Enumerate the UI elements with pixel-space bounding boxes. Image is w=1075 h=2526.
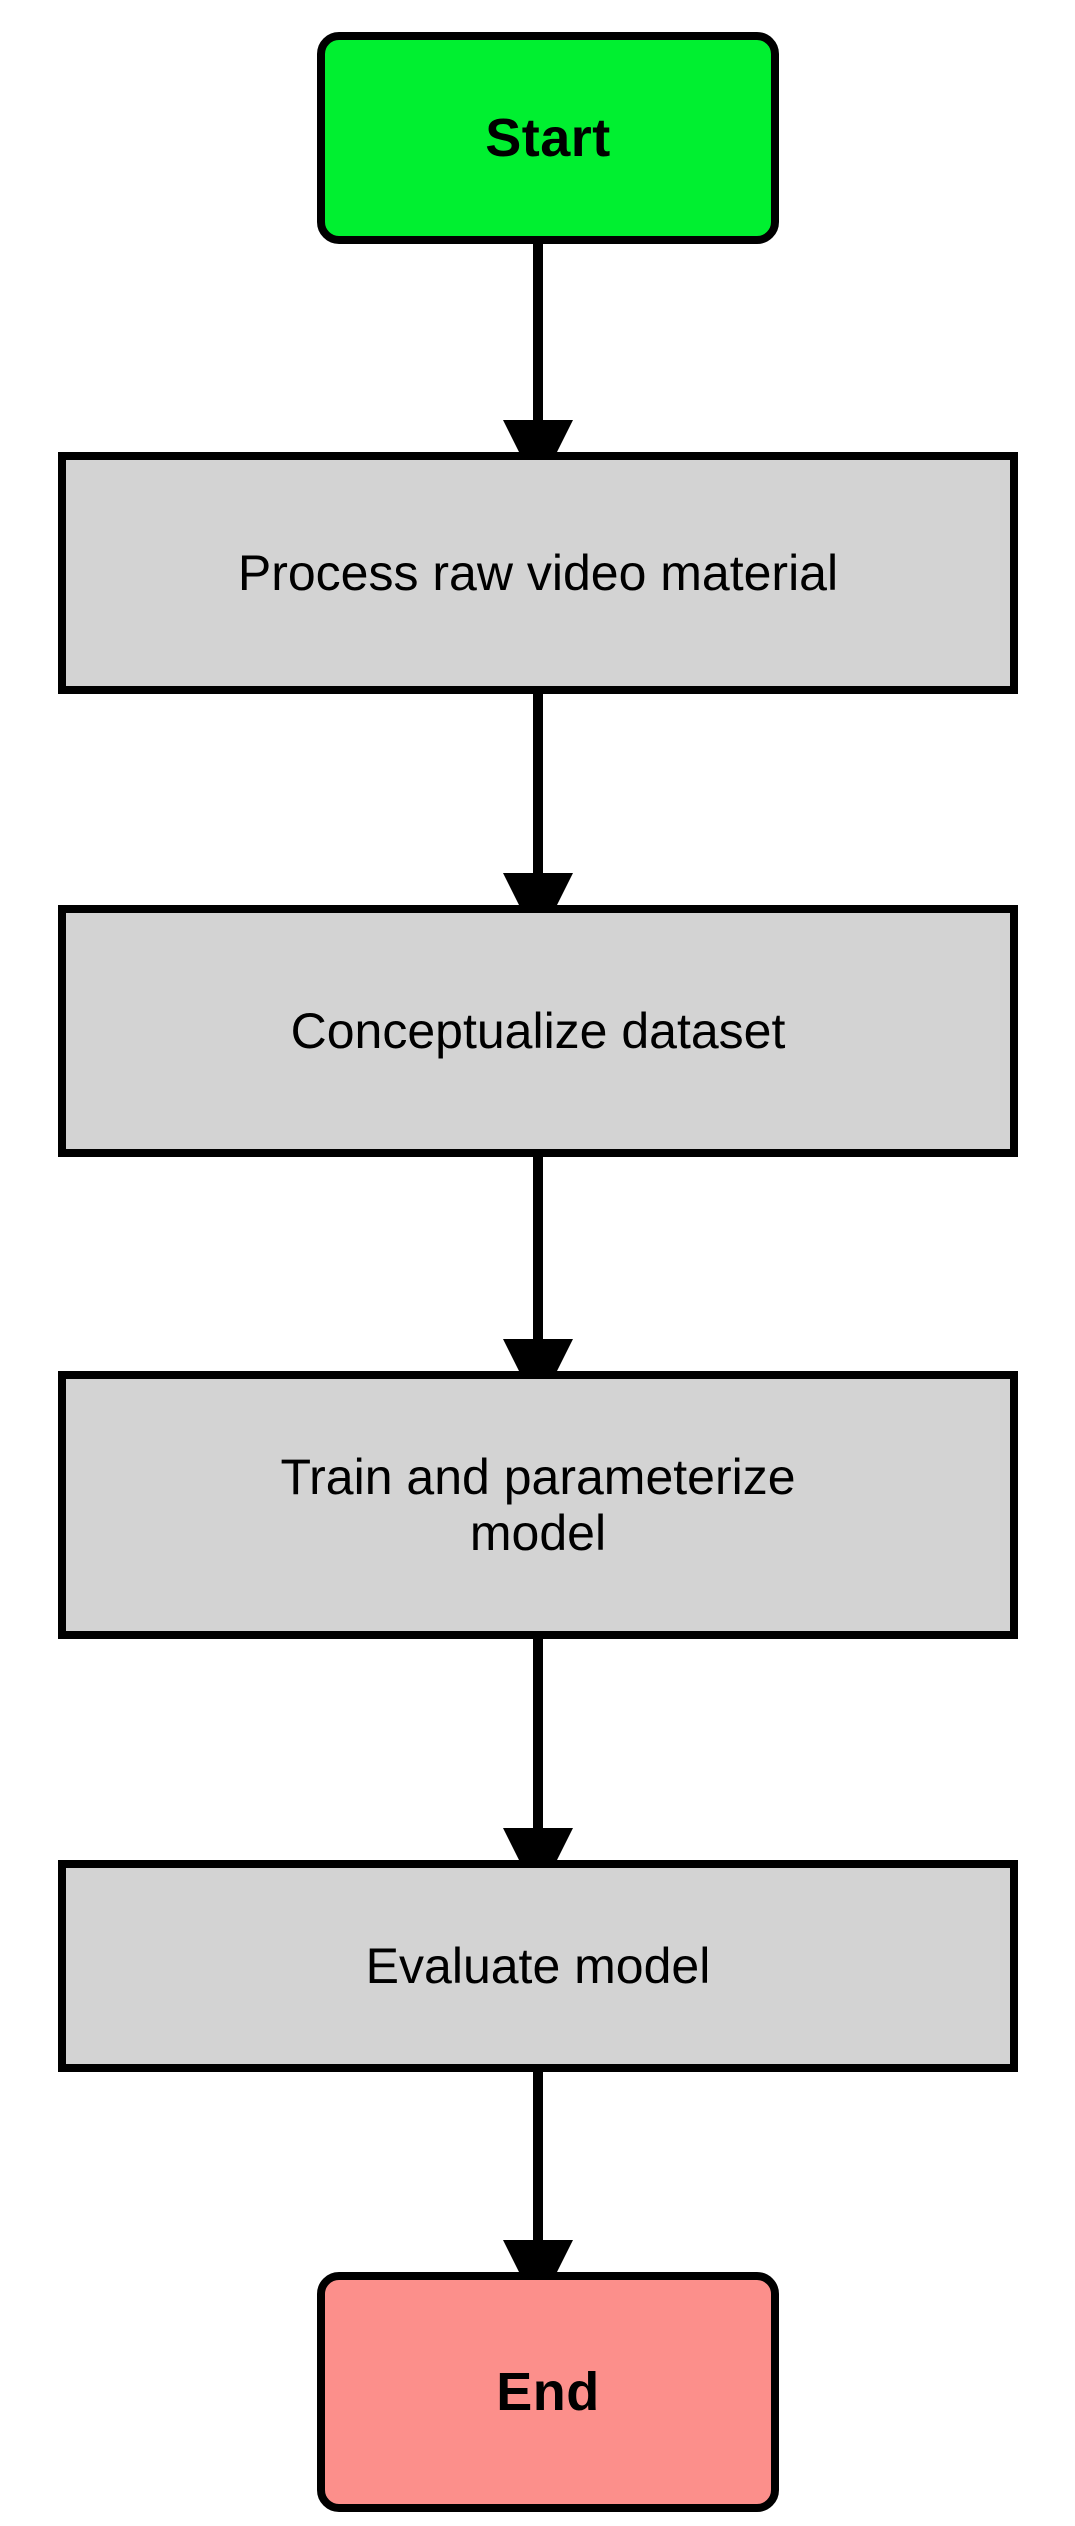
node-conceptualize-dataset[interactable]: Conceptualize dataset [58, 905, 1018, 1157]
node-start-label: Start [485, 107, 611, 168]
node-process-raw-video-label: Process raw video material [237, 545, 839, 601]
node-end-label: End [496, 2361, 600, 2422]
node-start[interactable]: Start [317, 32, 779, 244]
node-evaluate-model-label: Evaluate model [365, 1938, 711, 1994]
node-train-model-label-line-2: model [469, 1505, 607, 1561]
node-train-model-label: Train and parameterize model [66, 1449, 1010, 1561]
node-conceptualize-dataset-label: Conceptualize dataset [290, 1003, 786, 1059]
node-process-raw-video[interactable]: Process raw video material [58, 452, 1018, 694]
node-train-model[interactable]: Train and parameterize model [58, 1371, 1018, 1639]
node-train-model-label-line-1: Train and parameterize [280, 1449, 796, 1505]
node-end[interactable]: End [317, 2272, 779, 2512]
node-evaluate-model[interactable]: Evaluate model [58, 1860, 1018, 2072]
